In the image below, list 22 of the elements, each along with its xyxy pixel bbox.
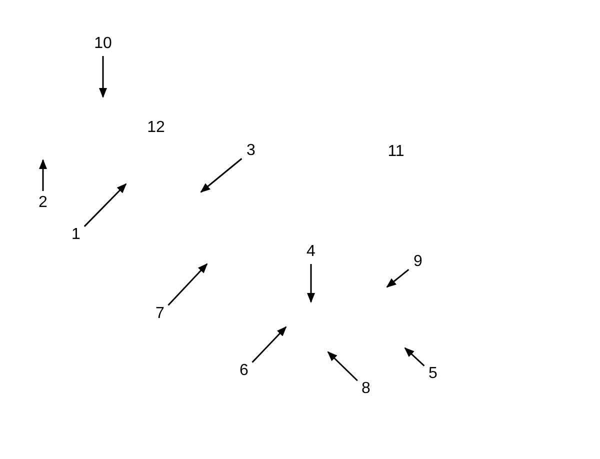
callout-number: 3 (246, 143, 256, 159)
callout-number: 11 (388, 144, 404, 160)
callout-number: 5 (428, 366, 438, 382)
leader-arrow (404, 347, 425, 366)
callout-number: 8 (362, 381, 370, 397)
leader-arrow (99, 56, 107, 98)
callout-number: 4 (306, 244, 316, 260)
leader-arrow (327, 351, 358, 382)
leader-arrow (168, 263, 208, 306)
callout-number: 9 (414, 254, 422, 270)
leader-arrow (39, 159, 47, 191)
callout-number: 2 (38, 195, 48, 211)
callout-number: 6 (240, 363, 248, 379)
leader-arrow (386, 268, 410, 288)
callout-number: 10 (94, 36, 112, 52)
callout-number: 1 (72, 227, 80, 243)
leader-arrow (307, 264, 315, 303)
callout-number: 7 (156, 306, 164, 322)
callout-number: 12 (147, 120, 165, 136)
leader-arrow (252, 326, 287, 363)
leader-arrow (84, 183, 127, 227)
leader-arrow (200, 158, 242, 193)
